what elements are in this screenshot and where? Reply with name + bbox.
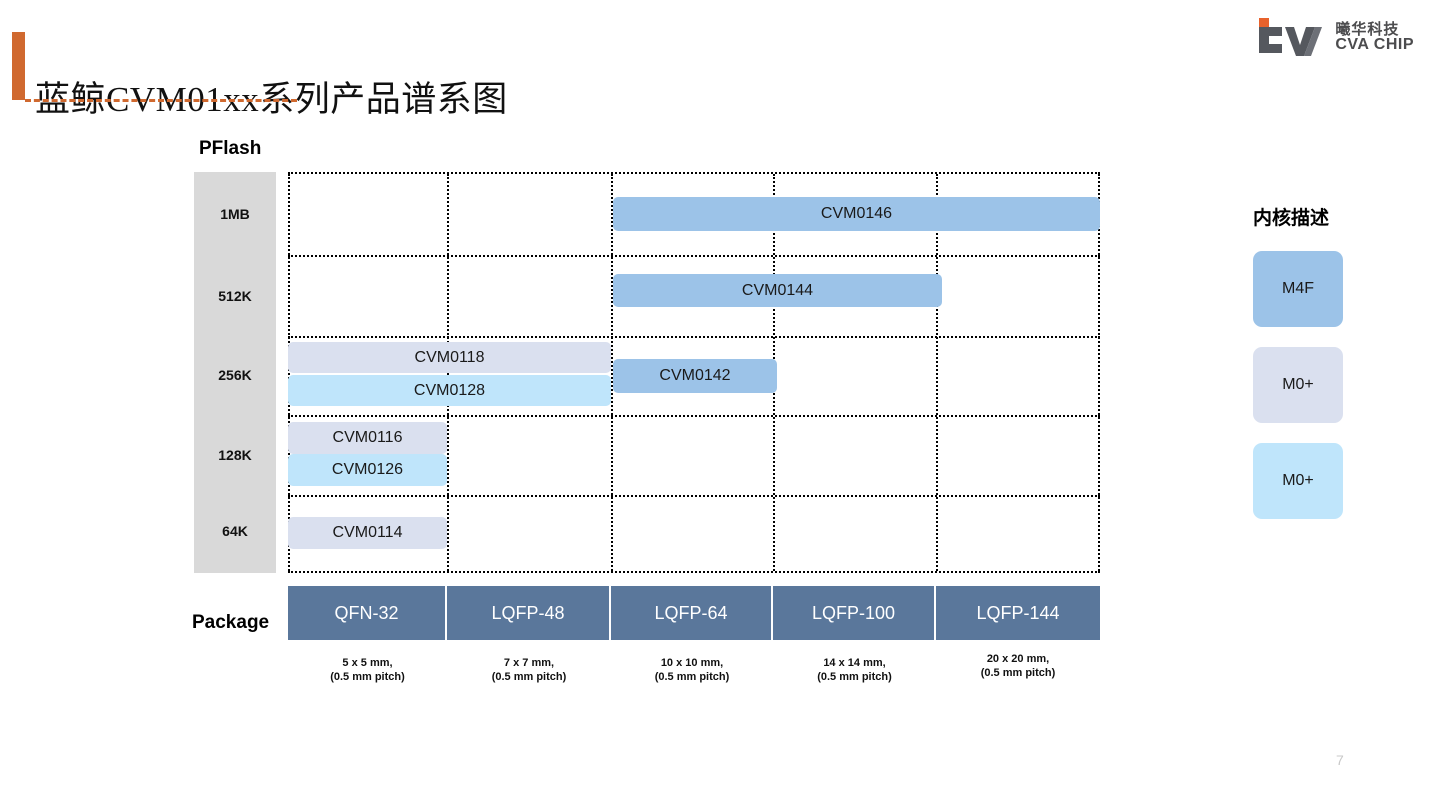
legend-item-m0plus-lavender[interactable]: M0+ <box>1253 347 1343 423</box>
grid-vline-5 <box>1098 174 1100 571</box>
product-bar-cvm0114[interactable]: CVM0114 <box>288 517 447 549</box>
title-accent-bar <box>12 32 25 100</box>
ytick-256k: 256K <box>218 367 252 383</box>
ytick-1mb: 1MB <box>220 206 250 222</box>
product-bar-label: CVM0126 <box>331 461 404 478</box>
legend-item-label: M0+ <box>1282 472 1314 489</box>
axis-label-pflash: PFlash <box>199 138 262 159</box>
package-size-lqfp-144: 20 x 20 mm, (0.5 mm pitch) <box>936 652 1100 681</box>
package-cell-lqfp-64[interactable]: LQFP-64 <box>611 586 773 640</box>
logo-company-cn: 曦华科技 <box>1335 20 1400 38</box>
package-size-lqfp-48: 7 x 7 mm, (0.5 mm pitch) <box>447 656 611 685</box>
product-bar-label: CVM0118 <box>414 348 485 366</box>
package-size-line1: 14 x 14 mm, <box>823 657 886 669</box>
pflash-axis-band <box>194 172 276 573</box>
product-bar-cvm0146[interactable]: CVM0146 <box>613 197 1100 231</box>
package-size-lqfp-64: 10 x 10 mm, (0.5 mm pitch) <box>611 656 773 685</box>
legend-item-label: M4F <box>1282 280 1314 297</box>
package-size-line2: (0.5 mm pitch) <box>330 671 405 684</box>
legend-item-m0plus-cyan[interactable]: M0+ <box>1253 443 1343 519</box>
package-cell-lqfp-100[interactable]: LQFP-100 <box>773 586 936 640</box>
page-number: 7 <box>1336 752 1344 768</box>
product-bar-cvm0128[interactable]: CVM0128 <box>288 375 611 406</box>
product-bar-cvm0144[interactable]: CVM0144 <box>613 274 942 307</box>
package-size-line2: (0.5 mm pitch) <box>817 671 892 684</box>
package-cell-qfn-32[interactable]: QFN-32 <box>288 586 447 640</box>
grid-hline-1 <box>288 255 1100 257</box>
grid-hline-4 <box>288 495 1100 497</box>
logo-text: 曦华科技 CVA CHIP <box>1335 20 1414 55</box>
product-bar-cvm0142[interactable]: CVM0142 <box>613 359 777 393</box>
product-bar-label: CVM0144 <box>741 281 814 299</box>
logo-company-en: CVA CHIP <box>1335 36 1414 54</box>
ytick-512k: 512K <box>218 288 252 304</box>
legend-item-label: M0+ <box>1282 376 1314 393</box>
ytick-128k: 128K <box>218 447 252 463</box>
product-bar-label: CVM0128 <box>413 381 486 399</box>
cva-logo-icon <box>1252 18 1326 58</box>
ytick-64k: 64K <box>222 523 248 539</box>
product-bar-label: CVM0142 <box>659 367 731 384</box>
product-bar-cvm0126[interactable]: CVM0126 <box>288 454 447 486</box>
package-size-line2: (0.5 mm pitch) <box>654 671 730 684</box>
grid-hline-3 <box>288 415 1100 417</box>
legend-title: 内核描述 <box>1253 208 1330 229</box>
package-cell-lqfp-144[interactable]: LQFP-144 <box>936 586 1100 640</box>
package-size-line1: 10 x 10 mm, <box>660 657 724 669</box>
package-cell-lqfp-48[interactable]: LQFP-48 <box>447 586 611 640</box>
grid-vline-4 <box>936 174 938 571</box>
grid-hline-2 <box>288 336 1100 338</box>
product-bar-label: CVM0114 <box>332 524 403 541</box>
package-size-qfn-32: 5 x 5 mm, (0.5 mm pitch) <box>288 656 447 685</box>
package-size-line2: (0.5 mm pitch) <box>980 667 1056 680</box>
product-bar-label: CVM0116 <box>332 429 403 446</box>
package-size-line2: (0.5 mm pitch) <box>491 671 567 684</box>
package-size-line1: 5 x 5 mm, <box>342 657 393 669</box>
product-bar-cvm0118[interactable]: CVM0118 <box>288 342 611 373</box>
page-title: 蓝鲸CVM01xx系列产品谱系图 <box>35 80 508 120</box>
grid-vline-2 <box>611 174 613 571</box>
grid-vline-0 <box>288 174 290 571</box>
package-size-line1: 7 x 7 mm, <box>503 657 555 669</box>
company-logo: 曦华科技 CVA CHIP <box>1252 18 1414 58</box>
legend-item-m4f[interactable]: M4F <box>1253 251 1343 327</box>
package-size-lqfp-100: 14 x 14 mm, (0.5 mm pitch) <box>773 656 936 685</box>
axis-label-package: Package <box>192 612 270 633</box>
product-bar-label: CVM0146 <box>820 205 893 222</box>
title-divider <box>25 99 297 102</box>
package-size-line1: 20 x 20 mm, <box>986 653 1050 665</box>
product-bar-cvm0116[interactable]: CVM0116 <box>288 422 447 454</box>
